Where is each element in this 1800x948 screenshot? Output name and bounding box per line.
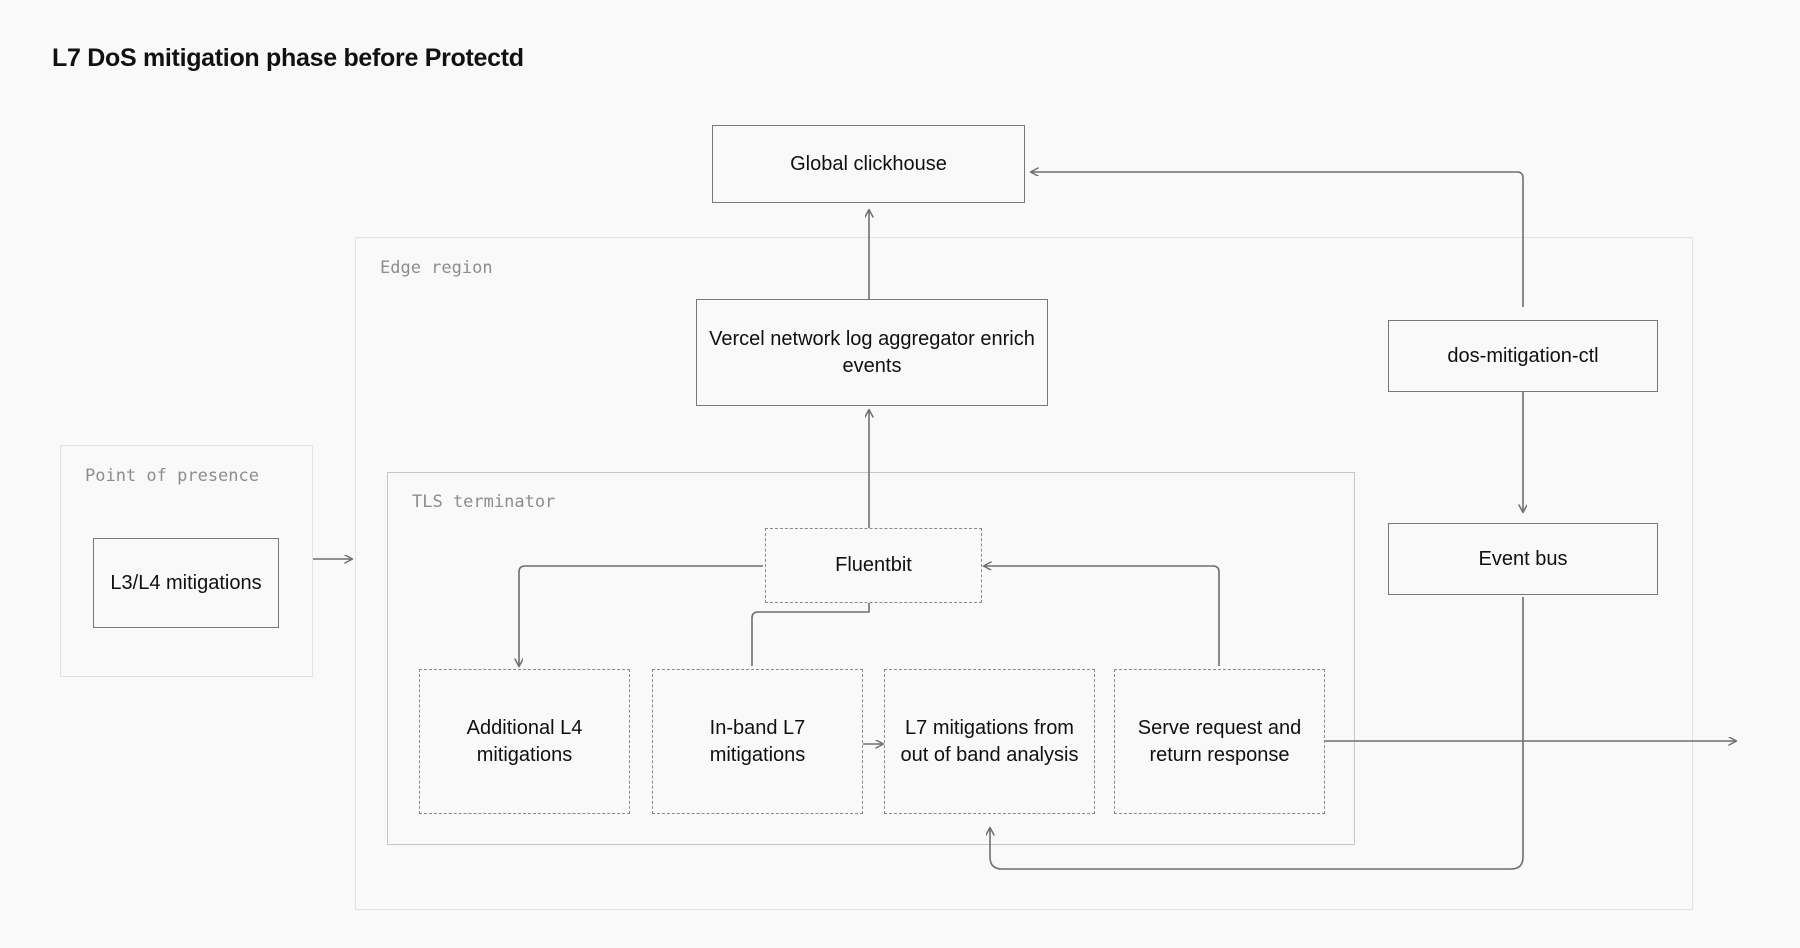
node-fluentbit-label: Fluentbit <box>835 554 912 577</box>
group-point-of-presence <box>60 445 313 677</box>
group-edge-region <box>355 237 1693 910</box>
page-title: L7 DoS mitigation phase before Protectd <box>52 44 524 72</box>
node-vercel-log-aggregator[interactable]: Vercel network log aggregator enrich eve… <box>696 299 1048 406</box>
node-event-bus[interactable]: Event bus <box>1388 523 1658 595</box>
node-event-bus-label: Event bus <box>1478 547 1568 570</box>
group-edge-region-label: Edge region <box>380 258 493 278</box>
node-l7-out-of-band-label: L7 mitigations from out of band analysis <box>900 717 1079 766</box>
node-dos-mitigation-ctl-label: dos-mitigation-ctl <box>1447 344 1599 367</box>
node-global-clickhouse[interactable]: Global clickhouse <box>712 125 1025 203</box>
node-serve-request-label: Serve request and return response <box>1137 717 1302 766</box>
node-in-band-l7-mitigations[interactable]: In-band L7 mitigations <box>652 669 863 814</box>
node-vercel-log-aggregator-label: Vercel network log aggregator enrich eve… <box>709 328 1035 377</box>
node-fluentbit[interactable]: Fluentbit <box>765 528 982 603</box>
node-additional-l4-mitigations-label: Additional L4 mitigations <box>466 717 583 766</box>
node-in-band-l7-mitigations-label: In-band L7 mitigations <box>709 717 806 766</box>
group-tls-terminator-label: TLS terminator <box>412 492 556 512</box>
node-global-clickhouse-label: Global clickhouse <box>790 152 947 175</box>
node-dos-mitigation-ctl[interactable]: dos-mitigation-ctl <box>1388 320 1658 392</box>
group-point-of-presence-label: Point of presence <box>85 466 259 486</box>
node-l3-l4-mitigations-label: L3/L4 mitigations <box>110 571 262 594</box>
node-additional-l4-mitigations[interactable]: Additional L4 mitigations <box>419 669 630 814</box>
node-l3-l4-mitigations[interactable]: L3/L4 mitigations <box>93 538 279 628</box>
node-l7-out-of-band[interactable]: L7 mitigations from out of band analysis <box>884 669 1095 814</box>
node-serve-request[interactable]: Serve request and return response <box>1114 669 1325 814</box>
